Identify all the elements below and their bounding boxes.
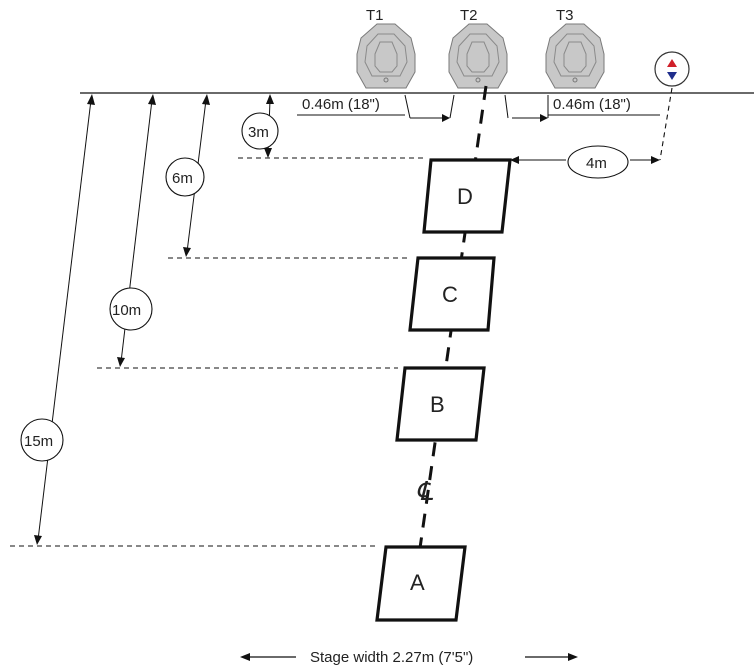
target-t2: T2 [448, 7, 508, 89]
box-d-label: D [457, 184, 473, 209]
updown-marker-icon [654, 51, 690, 87]
target-t3: T3 [545, 7, 605, 89]
distance-6m: 6m [165, 157, 205, 197]
offset-4m: 4m [510, 87, 673, 179]
distance-15m: 15m [20, 418, 64, 462]
svg-text:6m: 6m [172, 170, 193, 187]
stage-width: Stage width 2.27m (7'5") [240, 649, 578, 666]
stage-width-label: Stage width 2.27m (7'5") [310, 649, 473, 666]
distance-10m: 10m [109, 287, 153, 331]
svg-text:10m: 10m [112, 302, 141, 319]
box-c: C [408, 256, 496, 332]
box-c-label: C [442, 282, 458, 307]
arrow-15m [34, 94, 95, 545]
target-icon [545, 23, 605, 89]
box-d: D [422, 158, 512, 234]
svg-text:3m: 3m [248, 124, 269, 141]
target-t1: T1 [356, 7, 416, 89]
box-a-label: A [410, 570, 425, 595]
target-t1-label: T1 [366, 7, 384, 24]
target-icon [356, 23, 416, 89]
spacing-right-label: 0.46m (18") [553, 96, 631, 113]
target-t3-label: T3 [556, 7, 574, 24]
target-icon [448, 23, 508, 89]
svg-text:15m: 15m [24, 433, 53, 450]
distance-3m: 3m [241, 112, 279, 150]
spacing-left-label: 0.46m (18") [302, 96, 380, 113]
svg-text:4m: 4m [586, 155, 607, 172]
target-t2-label: T2 [460, 7, 478, 24]
box-b-label: B [430, 392, 445, 417]
centerline-symbol: ℄ [416, 476, 434, 506]
box-a: A [375, 545, 467, 622]
box-b: B [395, 366, 486, 442]
spacing-arrows [404, 94, 549, 122]
